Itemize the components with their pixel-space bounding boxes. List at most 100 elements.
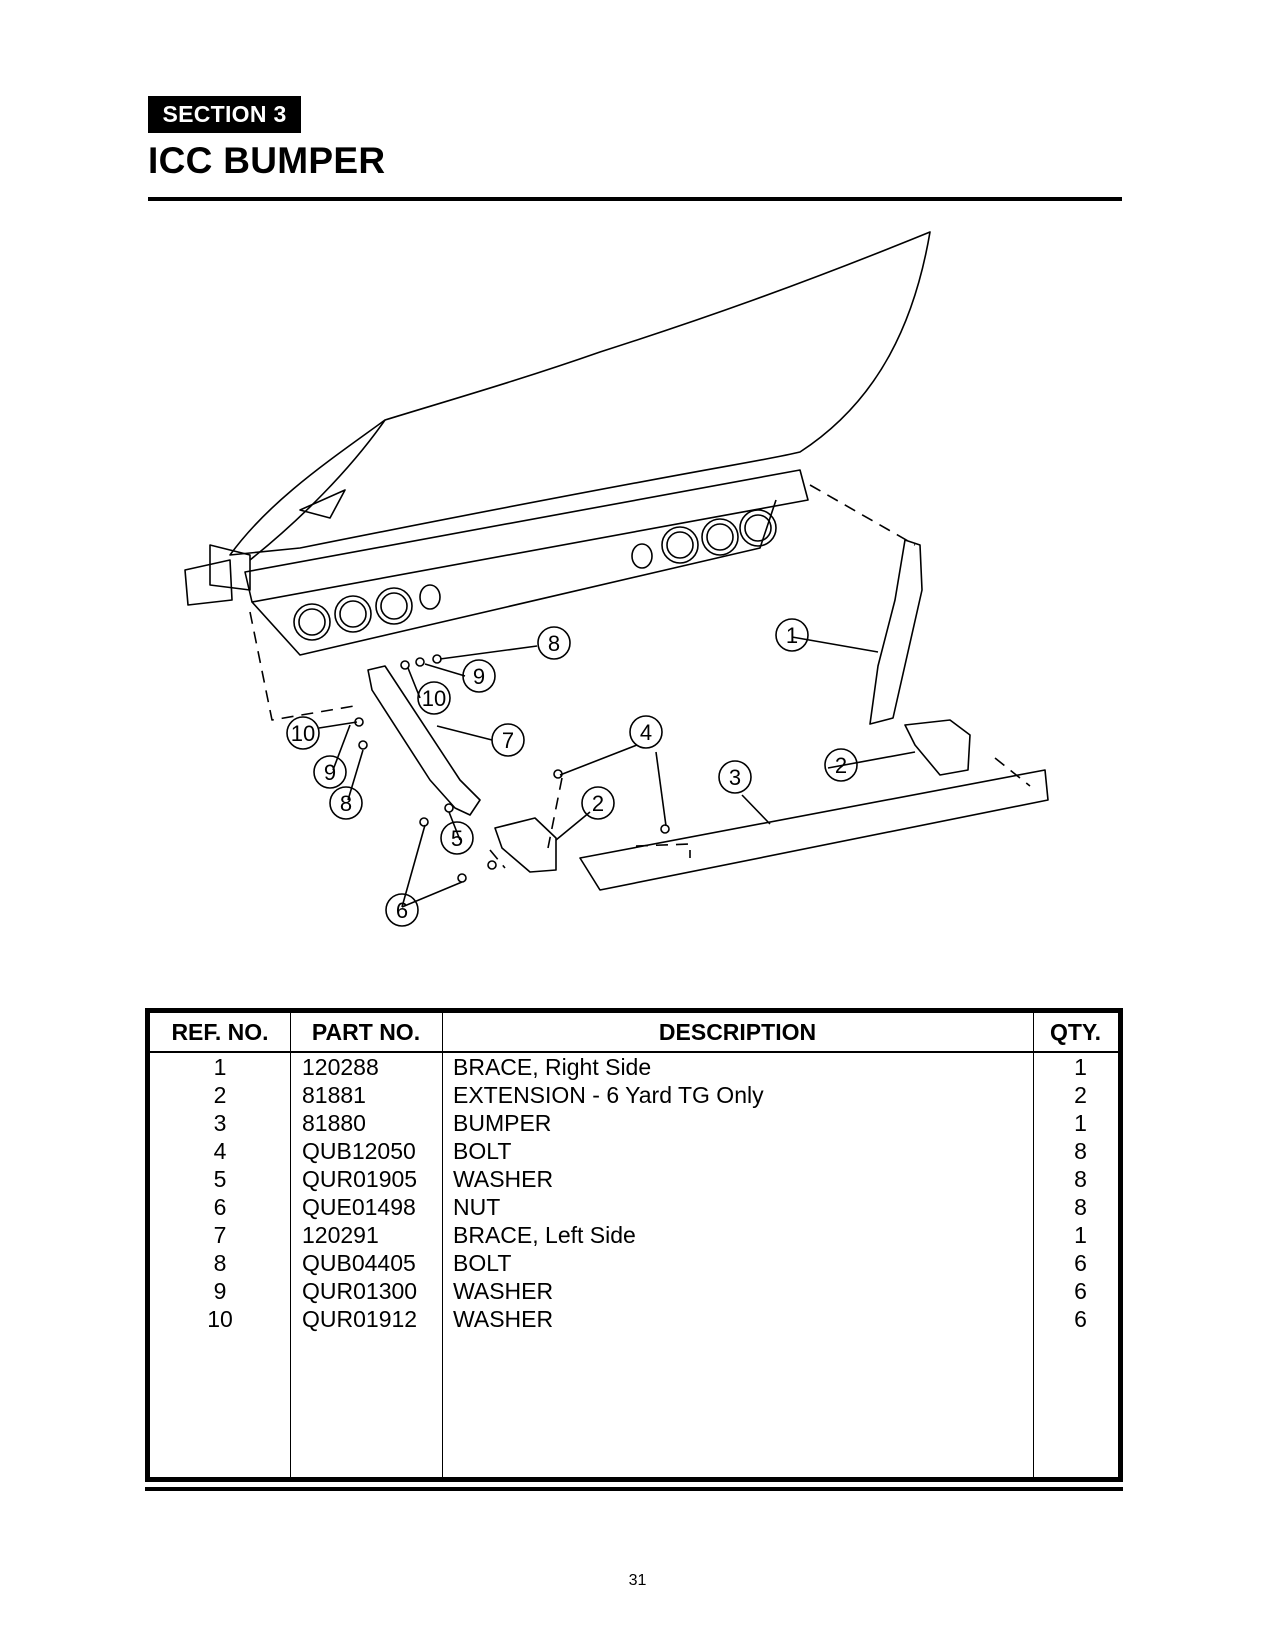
callout-circle-10b xyxy=(286,716,320,750)
part-no-cell: 81881 xyxy=(302,1082,366,1108)
header-part-no: PART NO. xyxy=(311,1019,421,1045)
qty-cell: 6 xyxy=(1074,1250,1087,1276)
callout-label-7: 7 xyxy=(502,728,514,753)
description-cell: BOLT xyxy=(453,1138,512,1164)
right-brace xyxy=(869,539,923,725)
callout-circle-8a xyxy=(537,626,571,660)
ref-no-cell: 2 xyxy=(213,1082,227,1108)
qty-cell: 6 xyxy=(1074,1278,1087,1304)
qty-cell: 1 xyxy=(1074,1222,1087,1248)
table-row: 10 QUR01912 WASHER 6 xyxy=(150,1305,1118,1334)
hopper-body xyxy=(229,231,931,556)
ref-no-cell: 4 xyxy=(213,1138,227,1164)
header-divider xyxy=(150,1051,1118,1053)
callout-circle-1 xyxy=(775,618,809,652)
callout-circle-2a xyxy=(824,748,858,782)
callout-label-2b: 2 xyxy=(592,791,604,816)
column-divider xyxy=(1033,1013,1034,1477)
description-cell: NUT xyxy=(453,1194,501,1220)
column-divider xyxy=(290,1013,291,1477)
table-row: 6 QUE01498 NUT 8 xyxy=(150,1193,1118,1222)
table-row: 8 QUB04405 BOLT 6 xyxy=(150,1249,1118,1278)
ref-no-cell: 10 xyxy=(207,1306,233,1332)
qty-cell: 1 xyxy=(1074,1054,1087,1080)
table-row: 1 120288 BRACE, Right Side 1 xyxy=(150,1053,1118,1082)
extension-left xyxy=(494,817,557,873)
callout-circle-9b xyxy=(313,755,347,789)
callout-label-3: 3 xyxy=(729,765,741,790)
description-cell: BUMPER xyxy=(453,1110,552,1136)
description-cell: WASHER xyxy=(453,1306,554,1332)
table-row: 3 81880 BUMPER 1 xyxy=(150,1109,1118,1138)
extension-right xyxy=(904,719,971,776)
qty-cell: 1 xyxy=(1074,1110,1087,1136)
table-row: 5 QUR01905 WASHER 8 xyxy=(150,1165,1118,1194)
part-no-cell: 120291 xyxy=(302,1222,379,1248)
section-badge: SECTION 3 xyxy=(148,96,301,133)
part-no-cell: QUR01905 xyxy=(302,1166,418,1192)
callout-label-5: 5 xyxy=(451,826,463,851)
part-no-cell: QUB04405 xyxy=(302,1250,416,1276)
qty-cell: 8 xyxy=(1074,1166,1087,1192)
part-no-cell: QUR01912 xyxy=(302,1306,418,1332)
part-no-cell: 81880 xyxy=(302,1110,366,1136)
part-no-cell: QUE01498 xyxy=(302,1194,416,1220)
callout-circle-2b xyxy=(581,786,615,820)
parts-table: REF. NO. PART NO. DESCRIPTION QTY. 1 1202… xyxy=(145,1008,1123,1482)
ref-no-cell: 6 xyxy=(213,1194,227,1220)
ref-no-cell: 3 xyxy=(213,1110,227,1136)
bumper xyxy=(579,769,1049,891)
description-cell: EXTENSION - 6 Yard TG Only xyxy=(453,1082,764,1108)
part-no-cell: 120288 xyxy=(302,1054,379,1080)
callout-label-9b: 9 xyxy=(324,760,336,785)
exploded-parts-diagram: 1 2 2 3 4 5 6 7 8 8 9 9 10 10 xyxy=(184,231,1049,927)
callout-label-6: 6 xyxy=(396,898,408,923)
description-cell: BRACE, Left Side xyxy=(453,1222,636,1248)
qty-cell: 2 xyxy=(1074,1082,1087,1108)
ref-no-cell: 7 xyxy=(213,1222,227,1248)
part-no-cell: QUR01300 xyxy=(302,1278,418,1304)
qty-cell: 6 xyxy=(1074,1306,1087,1332)
ref-no-cell: 1 xyxy=(213,1054,227,1080)
table-row: 7 120291 BRACE, Left Side 1 xyxy=(150,1221,1118,1250)
page-number: 31 xyxy=(628,1572,647,1589)
callout-label-10b: 10 xyxy=(291,721,315,746)
qty-cell: 8 xyxy=(1074,1138,1087,1164)
description-cell: WASHER xyxy=(453,1278,554,1304)
callout-circle-9a xyxy=(462,659,496,693)
callout-circle-7 xyxy=(491,723,525,757)
callout-circle-10a xyxy=(417,681,451,715)
ref-no-cell: 9 xyxy=(213,1278,227,1304)
ref-no-cell: 5 xyxy=(213,1166,227,1192)
title-divider xyxy=(148,197,1122,201)
callout-circle-5 xyxy=(440,821,474,855)
callout-label-1: 1 xyxy=(786,623,798,648)
ref-no-cell: 8 xyxy=(213,1250,227,1276)
callout-label-2a: 2 xyxy=(835,753,847,778)
callout-circle-3 xyxy=(718,760,752,794)
callout-label-9a: 9 xyxy=(473,664,485,689)
callout-label-8a: 8 xyxy=(548,631,560,656)
description-cell: BRACE, Right Side xyxy=(453,1054,652,1080)
table-row: 9 QUR01300 WASHER 6 xyxy=(150,1277,1118,1306)
description-cell: BOLT xyxy=(453,1250,512,1276)
callout-label-4: 4 xyxy=(640,720,652,745)
callout-circle-4 xyxy=(629,715,663,749)
callout-circle-8b xyxy=(329,786,363,820)
bottom-divider xyxy=(145,1487,1123,1491)
callout-label-10a: 10 xyxy=(422,686,446,711)
qty-cell: 8 xyxy=(1074,1194,1087,1220)
left-brace xyxy=(367,665,481,816)
part-no-cell: QUB12050 xyxy=(302,1138,416,1164)
page-title: ICC BUMPER xyxy=(148,140,386,181)
table-row: 4 QUB12050 BOLT 8 xyxy=(150,1137,1118,1166)
header-ref-no: REF. NO. xyxy=(171,1019,269,1045)
table-row: 2 81881 EXTENSION - 6 Yard TG Only 2 xyxy=(150,1081,1118,1110)
callout-label-8b: 8 xyxy=(340,791,352,816)
header-qty: QTY. xyxy=(1049,1019,1102,1045)
description-cell: WASHER xyxy=(453,1166,554,1192)
callout-circle-6 xyxy=(385,893,419,927)
header-description: DESCRIPTION xyxy=(658,1019,817,1045)
column-divider xyxy=(442,1013,443,1477)
frame-rail xyxy=(244,469,809,603)
